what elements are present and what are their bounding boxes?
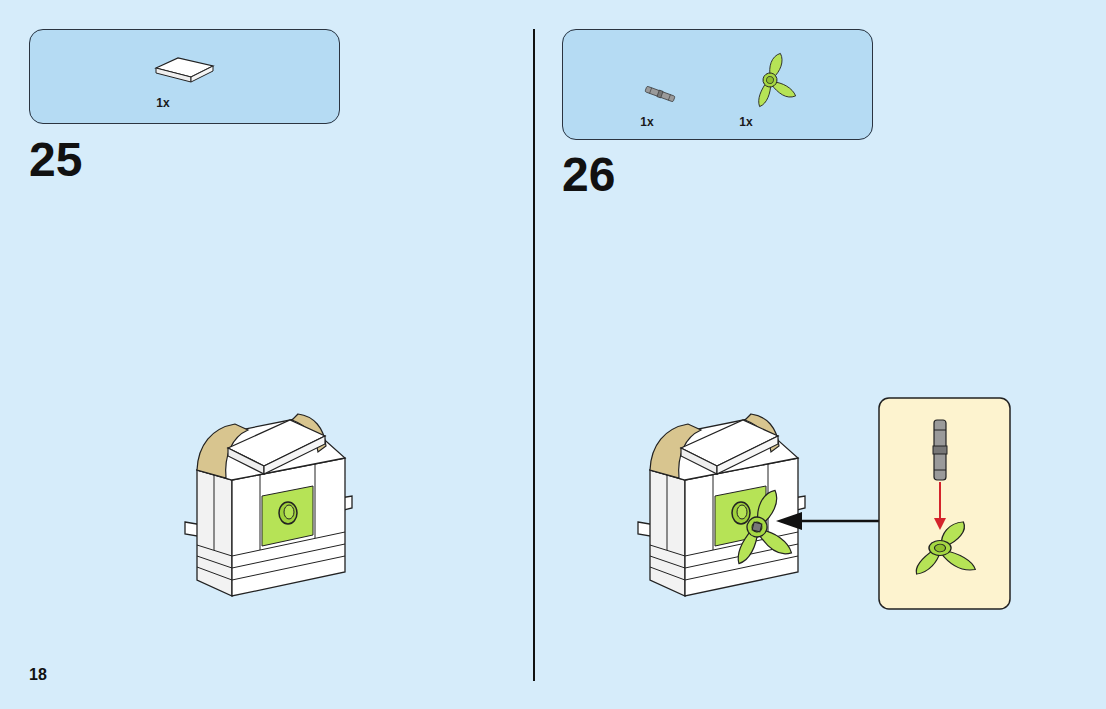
step-number: 25 (29, 136, 82, 184)
axle-pin (933, 420, 947, 480)
part-count: 1x (640, 115, 653, 129)
assembly-arrow (800, 520, 879, 523)
tile-part (156, 58, 213, 82)
model (638, 414, 805, 596)
propeller-on-model (736, 486, 806, 576)
model (185, 414, 352, 596)
step-number: 26 (562, 151, 615, 199)
divider (533, 29, 535, 681)
axle-pin-part (645, 86, 676, 103)
inset-panel (879, 398, 1010, 609)
parts-panel (29, 29, 340, 124)
part-count: 1x (156, 96, 169, 110)
page-number: 18 (29, 667, 47, 683)
red-arrow (939, 482, 941, 522)
propeller (914, 517, 997, 586)
parts-panel (562, 29, 873, 140)
arrowhead (776, 512, 802, 530)
part-count: 1x (739, 115, 752, 129)
red-arrowhead (934, 518, 946, 530)
propeller-part (758, 51, 803, 112)
parts-callout: 1x (29, 29, 340, 124)
parts-callout: 1x 1x (562, 29, 873, 140)
